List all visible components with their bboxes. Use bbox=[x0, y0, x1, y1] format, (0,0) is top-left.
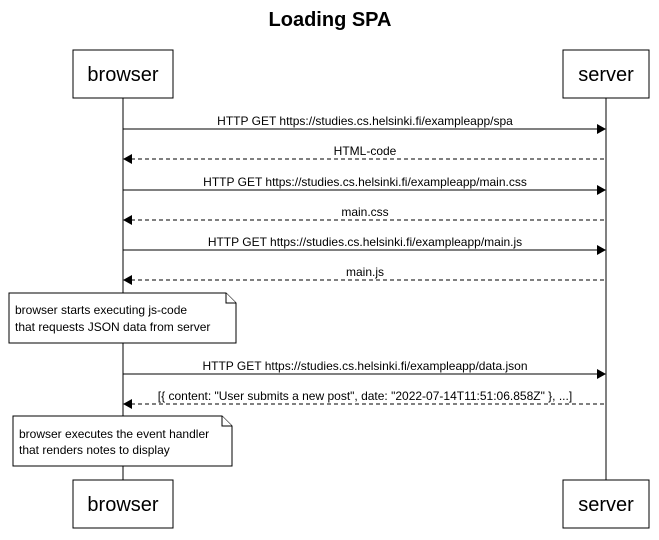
message-label: HTTP GET https://studies.cs.helsinki.fi/… bbox=[202, 359, 527, 373]
note-line: that renders notes to display bbox=[19, 443, 170, 457]
server-actor-bottom-label: server bbox=[578, 494, 634, 516]
message-response-js: main.js bbox=[123, 265, 606, 285]
browser-actor-top: browser bbox=[72, 49, 174, 99]
arrowhead-icon bbox=[597, 245, 606, 255]
browser-actor-bottom-label: browser bbox=[87, 494, 158, 516]
server-actor-top: server bbox=[562, 49, 650, 99]
message-request-css: HTTP GET https://studies.cs.helsinki.fi/… bbox=[123, 175, 606, 195]
message-label: main.js bbox=[346, 265, 384, 279]
server-actor-top-label: server bbox=[578, 64, 634, 86]
message-request-json: HTTP GET https://studies.cs.helsinki.fi/… bbox=[123, 359, 606, 379]
arrowhead-icon bbox=[597, 124, 606, 134]
message-response-json: [{ content: "User submits a new post", d… bbox=[123, 389, 606, 409]
message-label: HTTP GET https://studies.cs.helsinki.fi/… bbox=[208, 235, 522, 249]
message-response-html: HTML-code bbox=[123, 144, 606, 164]
arrowhead-icon bbox=[123, 399, 132, 409]
message-label: [{ content: "User submits a new post", d… bbox=[158, 389, 572, 403]
note-js-execution: browser starts executing js-code that re… bbox=[8, 292, 237, 344]
message-label: HTML-code bbox=[334, 144, 397, 158]
message-label: HTTP GET https://studies.cs.helsinki.fi/… bbox=[203, 175, 527, 189]
arrowhead-icon bbox=[123, 154, 132, 164]
browser-actor-top-label: browser bbox=[87, 64, 158, 86]
diagram-title: Loading SPA bbox=[269, 9, 392, 31]
note-line: browser starts executing js-code bbox=[15, 303, 187, 317]
note-line: that requests JSON data from server bbox=[15, 320, 210, 334]
message-response-css: main.css bbox=[123, 205, 606, 225]
arrowhead-icon bbox=[123, 215, 132, 225]
arrowhead-icon bbox=[597, 369, 606, 379]
message-label: main.css bbox=[341, 205, 388, 219]
message-label: HTTP GET https://studies.cs.helsinki.fi/… bbox=[217, 114, 513, 128]
arrowhead-icon bbox=[123, 275, 132, 285]
note-line: browser executes the event handler bbox=[19, 427, 209, 441]
arrowhead-icon bbox=[597, 185, 606, 195]
message-request-spa: HTTP GET https://studies.cs.helsinki.fi/… bbox=[123, 114, 606, 134]
message-request-js: HTTP GET https://studies.cs.helsinki.fi/… bbox=[123, 235, 606, 255]
note-event-handler: browser executes the event handler that … bbox=[12, 415, 233, 467]
server-actor-bottom: server bbox=[562, 479, 650, 529]
browser-actor-bottom: browser bbox=[72, 479, 174, 529]
